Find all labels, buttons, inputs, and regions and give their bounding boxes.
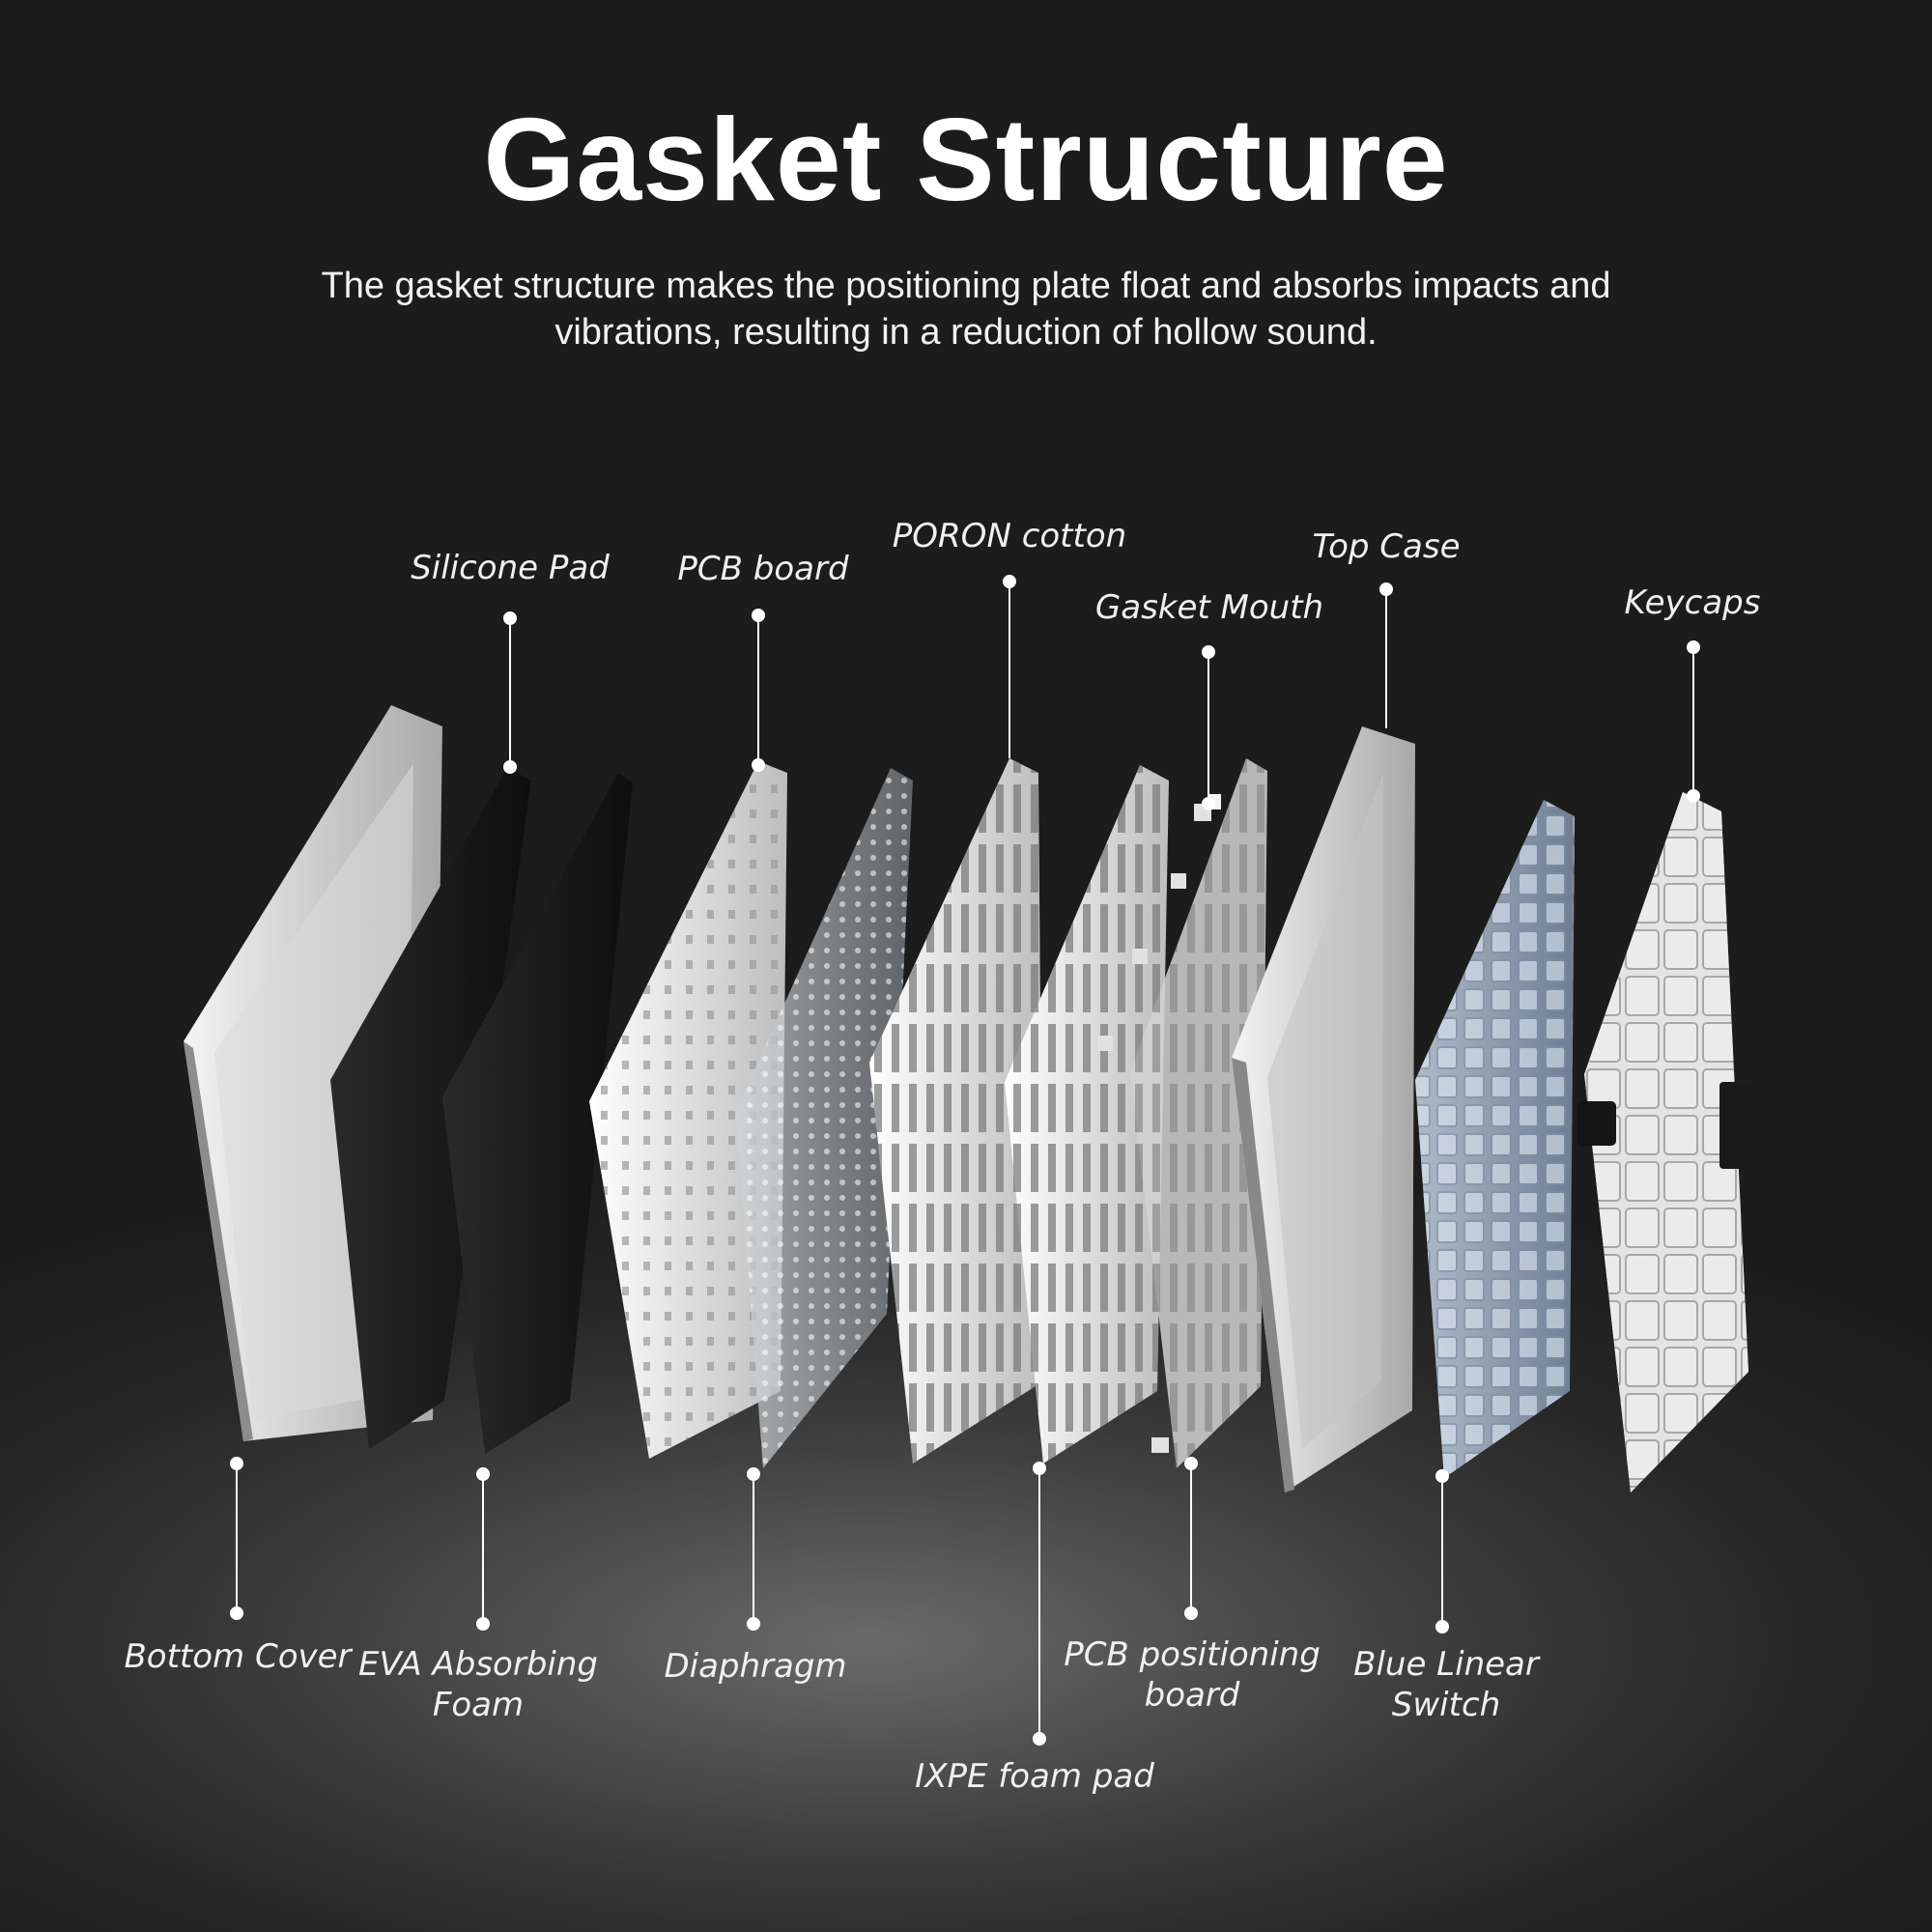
label-silicone-pad: Silicone Pad (411, 549, 610, 587)
label-ixpe-foam-pad: IXPE foam pad (915, 1757, 1154, 1796)
page-title: Gasket Structure (483, 94, 1449, 225)
leader-poron-cotton (1003, 575, 1016, 758)
page-subtitle: The gasket structure makes the positioni… (321, 266, 1611, 353)
leader-blue-linear-switch (1435, 1469, 1449, 1634)
label-poron-cotton: PORON cotton (892, 517, 1127, 555)
leader-bottom-cover (230, 1457, 243, 1620)
label-top-case: Top Case (1312, 527, 1461, 566)
diaphragm-part (736, 768, 913, 1468)
poron-cotton-part (1005, 765, 1169, 1463)
eva-absorbing-foam-part (330, 768, 633, 1454)
label-gasket-mouth: Gasket Mouth (1094, 588, 1324, 627)
leader-pcb-board (752, 609, 765, 772)
label-bottom-cover: Bottom Cover (124, 1637, 352, 1676)
pcb-board-part (589, 761, 787, 1459)
blue-linear-switch-part (1415, 800, 1575, 1478)
leader-eva-absorbing-foam (476, 1467, 490, 1631)
label-eva-absorbing-foam: EVA Absorbing Foam (358, 1645, 598, 1724)
label-pcb-positioning-board: PCB positioning board (1064, 1635, 1321, 1715)
leader-silicone-pad (503, 611, 517, 774)
leader-gasket-mouth (1202, 645, 1215, 810)
label-diaphragm: Diaphragm (664, 1647, 847, 1686)
leader-pcb-positioning-board (1184, 1457, 1198, 1620)
leader-keycaps (1687, 640, 1700, 803)
leader-top-case (1379, 582, 1393, 728)
leader-ixpe-foam-pad (1033, 1462, 1046, 1746)
leader-diaphragm (747, 1467, 760, 1631)
top-case-part (1232, 726, 1415, 1492)
pcb-positioning-board-part (1130, 758, 1267, 1468)
label-pcb-board: PCB board (677, 550, 849, 588)
label-blue-linear-switch: Blue Linear Switch (1353, 1645, 1539, 1724)
label-keycaps: Keycaps (1624, 583, 1761, 622)
keycaps-part (1577, 792, 1752, 1492)
ixpe-foam-pad-part (869, 758, 1043, 1463)
